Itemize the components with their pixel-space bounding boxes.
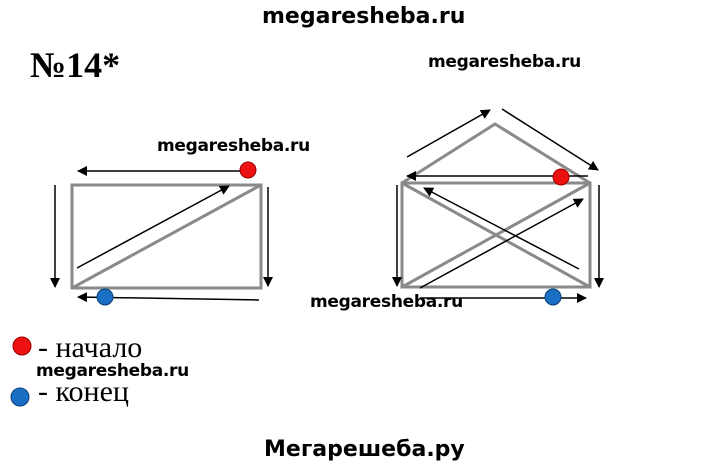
watermark-top: megaresheba.ru: [262, 4, 466, 29]
right-arrows: [392, 108, 604, 303]
end-dot-left: [96, 288, 114, 306]
roof: [401, 122, 591, 185]
arrow-diagonal-up-left: [423, 187, 580, 270]
watermark-legend: megaresheba.ru: [36, 361, 189, 381]
right-figure: [400, 122, 592, 289]
watermark-right-top: megaresheba.ru: [428, 52, 581, 72]
watermark-bottom: Мегарешеба.ру: [264, 437, 465, 462]
legend-end-dot: [10, 387, 30, 407]
diagonal-2: [401, 181, 591, 289]
start-dot-left: [239, 161, 257, 179]
watermark-left-figure: megaresheba.ru: [157, 136, 310, 156]
legend-end-label: - конец: [38, 375, 129, 408]
legend-start-label: - начало: [38, 331, 143, 364]
left-rectangle: [70, 183, 263, 290]
right-rectangle: [400, 181, 592, 289]
problem-number: №14*: [30, 45, 121, 85]
arrow-diagonal-up: [76, 185, 230, 269]
legend-start-dot: [12, 336, 32, 356]
arrow-roof-down: [501, 108, 599, 171]
end-dot-right: [544, 288, 562, 306]
start-dot-right: [552, 168, 570, 186]
watermark-middle: megaresheba.ru: [310, 292, 463, 312]
arrow-roof-up: [406, 109, 491, 158]
left-diagonal: [71, 183, 262, 290]
arrow-diagonal-up-right: [419, 198, 584, 289]
left-figure: [70, 183, 263, 290]
